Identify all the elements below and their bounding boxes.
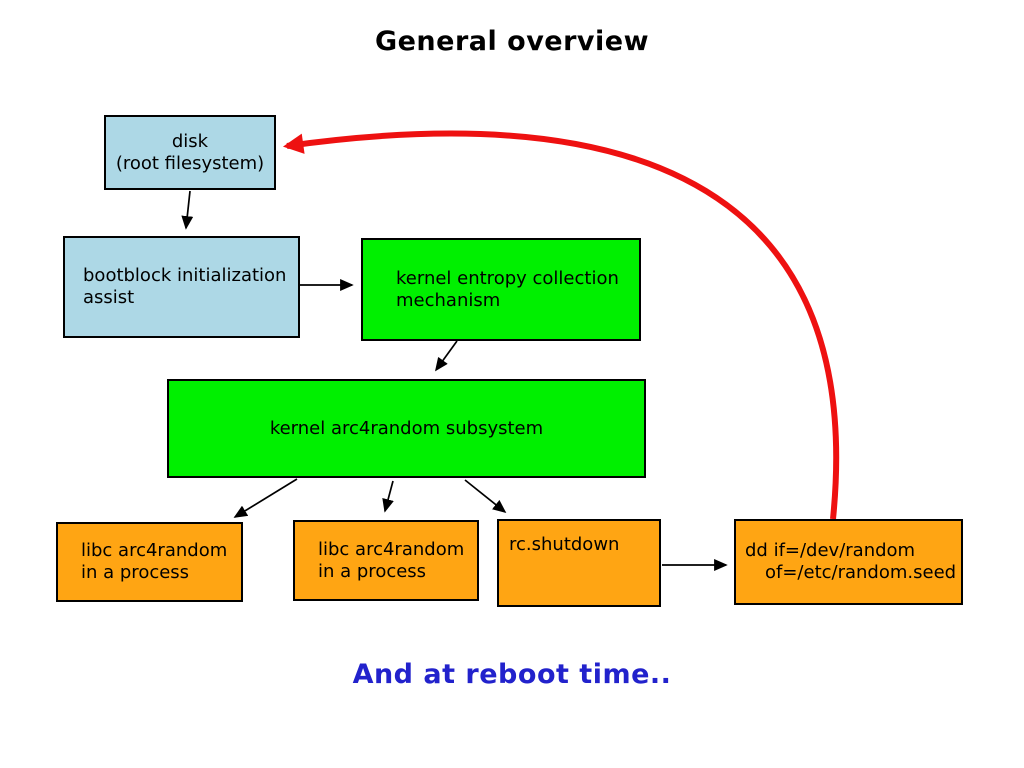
node-bootblock-line2: assist — [83, 287, 135, 308]
edge-arc4random-to-rcshutdown — [464, 479, 507, 514]
node-libc1-line1: libc arc4random — [81, 540, 228, 561]
node-kernel-entropy-collection: kernel entropy collection mechanism — [361, 238, 641, 341]
node-bootblock-line1: bootblock initialization — [83, 265, 287, 286]
edge-disk-to-bootblock — [181, 190, 194, 230]
node-dd-line1: dd if=/dev/random — [745, 540, 916, 561]
node-disk-line1: disk — [171, 130, 209, 152]
edge-entropy-to-arc4random — [435, 340, 458, 372]
node-libc-arc4random-2: libc arc4random in a process — [293, 520, 479, 601]
node-libc-arc4random-1: libc arc4random in a process — [56, 522, 243, 602]
edge-arc4random-to-libc1 — [233, 478, 298, 518]
node-disk-line2: (root filesystem) — [115, 152, 265, 174]
node-bootblock-init: bootblock initialization assist — [63, 236, 300, 338]
node-disk: disk (root filesystem) — [104, 115, 276, 190]
node-dd-random-seed: dd if=/dev/random of=/etc/random.seed — [734, 519, 963, 605]
edge-arc4random-to-libc2 — [382, 480, 394, 513]
node-entropy-line1: kernel entropy collection — [396, 267, 619, 289]
node-libc2-line2: in a process — [318, 560, 427, 582]
node-libc2-line1: libc arc4random — [318, 538, 465, 560]
node-kernel-arc4random-subsystem: kernel arc4random subsystem — [167, 379, 646, 478]
node-dd-line2: of=/etc/random.seed — [765, 562, 957, 583]
node-rcshutdown-line1: rc.shutdown — [509, 534, 620, 555]
node-arc4-line1: kernel arc4random subsystem — [269, 417, 544, 439]
reboot-time-note: And at reboot time.. — [352, 659, 672, 690]
slide-title: General overview — [374, 26, 650, 57]
node-libc1-line2: in a process — [81, 562, 190, 583]
node-rc-shutdown: rc.shutdown — [497, 519, 661, 607]
node-entropy-line2: mechanism — [396, 289, 501, 311]
